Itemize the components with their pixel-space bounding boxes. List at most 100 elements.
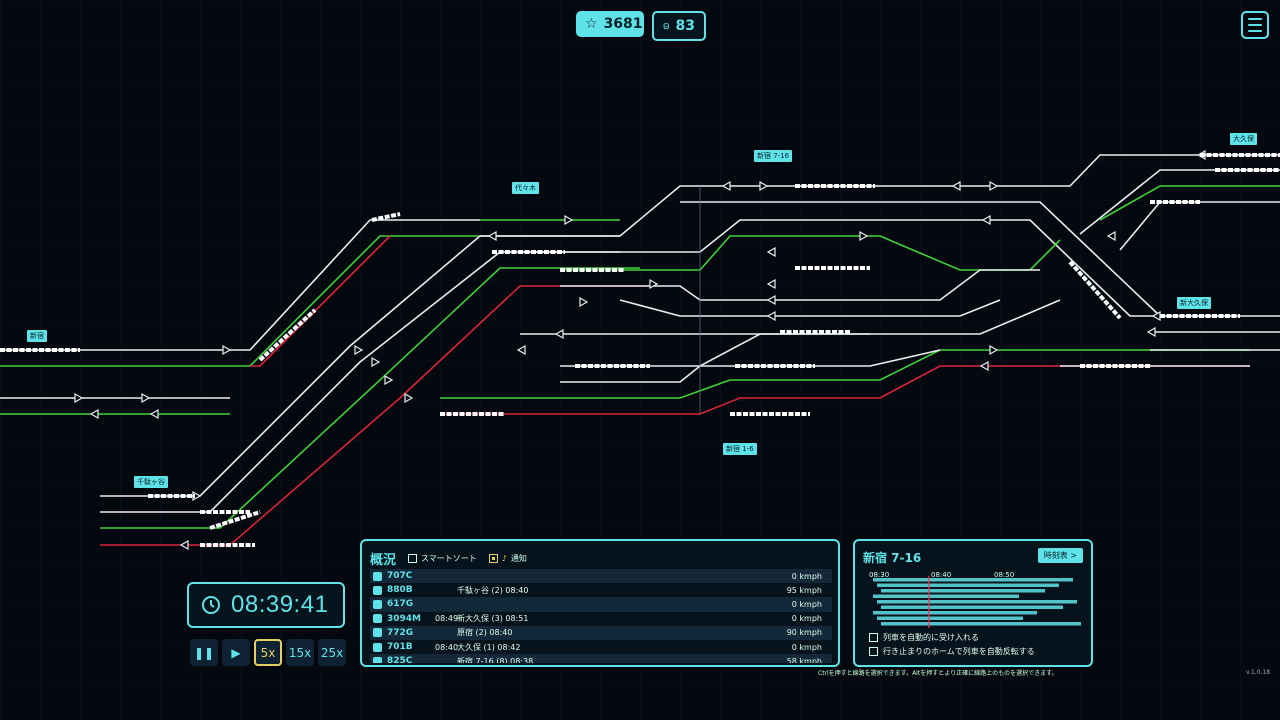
station-label-shinjuku[interactable]: 新宿 — [27, 330, 47, 342]
train[interactable] — [371, 212, 401, 222]
station-label-sendagaya[interactable]: 千駄ヶ谷 — [134, 476, 168, 488]
platform-occupancy-bar — [877, 600, 1077, 604]
rail-track[interactable] — [560, 235, 1061, 271]
notify-label: 通知 — [510, 554, 527, 563]
signal[interactable] — [384, 374, 394, 386]
station-label-okubo[interactable]: 大久保 — [1230, 133, 1257, 145]
rail-track[interactable] — [440, 365, 1250, 415]
signal[interactable] — [579, 296, 589, 308]
track-layer[interactable] — [0, 154, 1280, 546]
signal[interactable] — [766, 310, 776, 322]
smart-sort-checkbox[interactable] — [408, 554, 418, 563]
rail-track[interactable] — [0, 219, 480, 351]
notify-toggle[interactable]: ♪ 通知 — [488, 553, 527, 564]
speed-15x-button[interactable]: 15x — [286, 639, 314, 666]
signal[interactable] — [141, 392, 151, 404]
station-label-shinjuku-7-16[interactable]: 新宿 7-16 — [754, 150, 793, 162]
rail-track[interactable] — [100, 251, 620, 513]
train-layer[interactable] — [0, 153, 1280, 547]
signal[interactable] — [222, 344, 232, 356]
rail-track[interactable] — [1099, 185, 1280, 221]
speed-25x-button[interactable]: 25x — [318, 639, 346, 666]
auto-reverse-checkbox[interactable] — [869, 647, 878, 656]
version-label: v.1.0.18 — [1246, 669, 1271, 676]
train-destination: 原宿 (2) 08:40 — [457, 628, 513, 638]
train-destination: 千駄ヶ谷 (2) 08:40 — [457, 585, 529, 595]
station-label-shinjuku-1-6[interactable]: 新宿 1-6 — [723, 443, 757, 455]
train-id: 3094M — [387, 613, 422, 624]
rail-track[interactable] — [100, 267, 640, 529]
notify-checkbox[interactable] — [488, 554, 498, 563]
signal[interactable] — [859, 230, 869, 242]
station-label-shin-okubo[interactable]: 新大久保 — [1177, 297, 1211, 309]
rail-track[interactable] — [1119, 201, 1280, 251]
signal[interactable] — [179, 539, 189, 551]
signal[interactable] — [1106, 230, 1116, 242]
signal[interactable] — [981, 214, 991, 226]
train-id: 707C — [387, 571, 413, 582]
rail-track[interactable] — [680, 201, 1161, 317]
train-row[interactable]: 707C 0 kmph — [370, 569, 832, 584]
rail-track[interactable] — [619, 299, 1001, 317]
signal[interactable] — [989, 344, 999, 356]
train-counter[interactable]: 83 — [652, 11, 706, 41]
signal[interactable] — [766, 246, 776, 258]
auto-accept-option[interactable]: 列車を自動的に受け入れる — [869, 632, 979, 643]
signal-layer[interactable] — [74, 149, 1206, 551]
overview-title: 概況 — [370, 553, 397, 568]
signal[interactable] — [979, 360, 989, 372]
station-label-yoyogi[interactable]: 代々木 — [512, 182, 539, 194]
play-button[interactable]: ▶ — [222, 639, 250, 666]
train-speed: 90 kmph — [786, 628, 822, 638]
platform-occupancy-bar — [877, 616, 1023, 620]
platform-timeline[interactable] — [865, 576, 1083, 628]
menu-button[interactable] — [1241, 11, 1269, 39]
signal[interactable] — [721, 180, 731, 192]
signal[interactable] — [766, 294, 776, 306]
signal[interactable] — [89, 408, 99, 420]
signal[interactable] — [404, 392, 414, 404]
speed-5x-button[interactable]: 5x — [254, 639, 282, 666]
train-speed: 0 kmph — [791, 571, 822, 581]
signal[interactable] — [564, 214, 574, 226]
signal[interactable] — [759, 180, 769, 192]
timetable-button[interactable]: 時刻表 > — [1037, 548, 1083, 563]
signal[interactable] — [649, 278, 659, 290]
rail-track[interactable] — [560, 269, 1040, 301]
signal[interactable] — [554, 328, 564, 340]
rail-track[interactable] — [480, 154, 1280, 237]
rail-track[interactable] — [560, 299, 1061, 367]
signal[interactable] — [487, 230, 497, 242]
train[interactable] — [258, 308, 317, 362]
signal[interactable] — [516, 344, 526, 356]
train[interactable] — [209, 510, 261, 530]
auto-reverse-option[interactable]: 行き止まりのホームで列車を自動反転する — [869, 646, 1035, 657]
pause-button[interactable]: ❚❚ — [190, 639, 218, 666]
signal[interactable] — [766, 278, 776, 290]
signal[interactable] — [989, 180, 999, 192]
signal[interactable] — [371, 356, 381, 368]
train[interactable] — [1068, 260, 1122, 320]
smart-sort-toggle[interactable]: スマートソート — [408, 553, 477, 564]
rail-track[interactable] — [0, 235, 480, 367]
signal[interactable] — [149, 408, 159, 420]
signal[interactable] — [1146, 326, 1156, 338]
auto-accept-checkbox[interactable] — [869, 633, 878, 642]
train-icon — [373, 571, 382, 581]
rail-track[interactable] — [1079, 169, 1280, 235]
train-icon — [663, 22, 669, 29]
signal[interactable] — [74, 392, 84, 404]
rail-track[interactable] — [440, 349, 1250, 399]
menu-icon-line — [1248, 30, 1262, 32]
signal[interactable] — [354, 344, 364, 356]
rail-track[interactable] — [250, 235, 391, 367]
signal[interactable] — [951, 180, 961, 192]
